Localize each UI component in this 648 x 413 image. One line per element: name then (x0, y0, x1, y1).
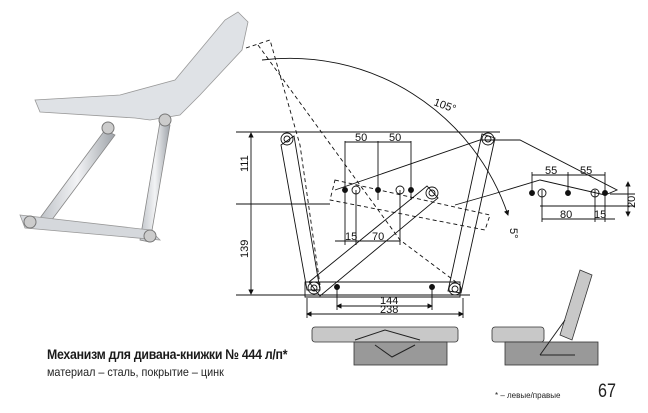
dim-angle-105: 105° (432, 97, 457, 116)
sofa-closed-illustration (311, 326, 459, 366)
dim-111: 111 (239, 155, 251, 172)
dim-20: 20 (626, 196, 638, 208)
product-title: Механизм для дивана-книжки № 444 л/п* (47, 346, 288, 362)
footnote: * – левые/правые (495, 391, 561, 400)
dim-angle-5: 5° (507, 228, 519, 239)
page-number: 67 (598, 381, 616, 402)
dim-55-a: 55 (545, 165, 557, 177)
product-material: материал – сталь, покрытие – цинк (47, 365, 224, 379)
dim-15-left: 15 (345, 231, 357, 243)
mechanism-photo (19, 11, 249, 243)
dim-55-b: 55 (580, 165, 592, 177)
dim-238: 238 (380, 304, 398, 316)
dim-50-a: 50 (355, 132, 367, 144)
mechanism-drawing (236, 39, 635, 318)
dim-15-right: 15 (594, 209, 606, 221)
dim-139: 139 (239, 240, 251, 258)
dim-50-b: 50 (389, 132, 401, 144)
sofa-open-illustration (491, 269, 599, 366)
dim-144: 144 (380, 295, 398, 307)
dim-70: 70 (372, 231, 384, 243)
dim-80: 80 (560, 209, 572, 221)
